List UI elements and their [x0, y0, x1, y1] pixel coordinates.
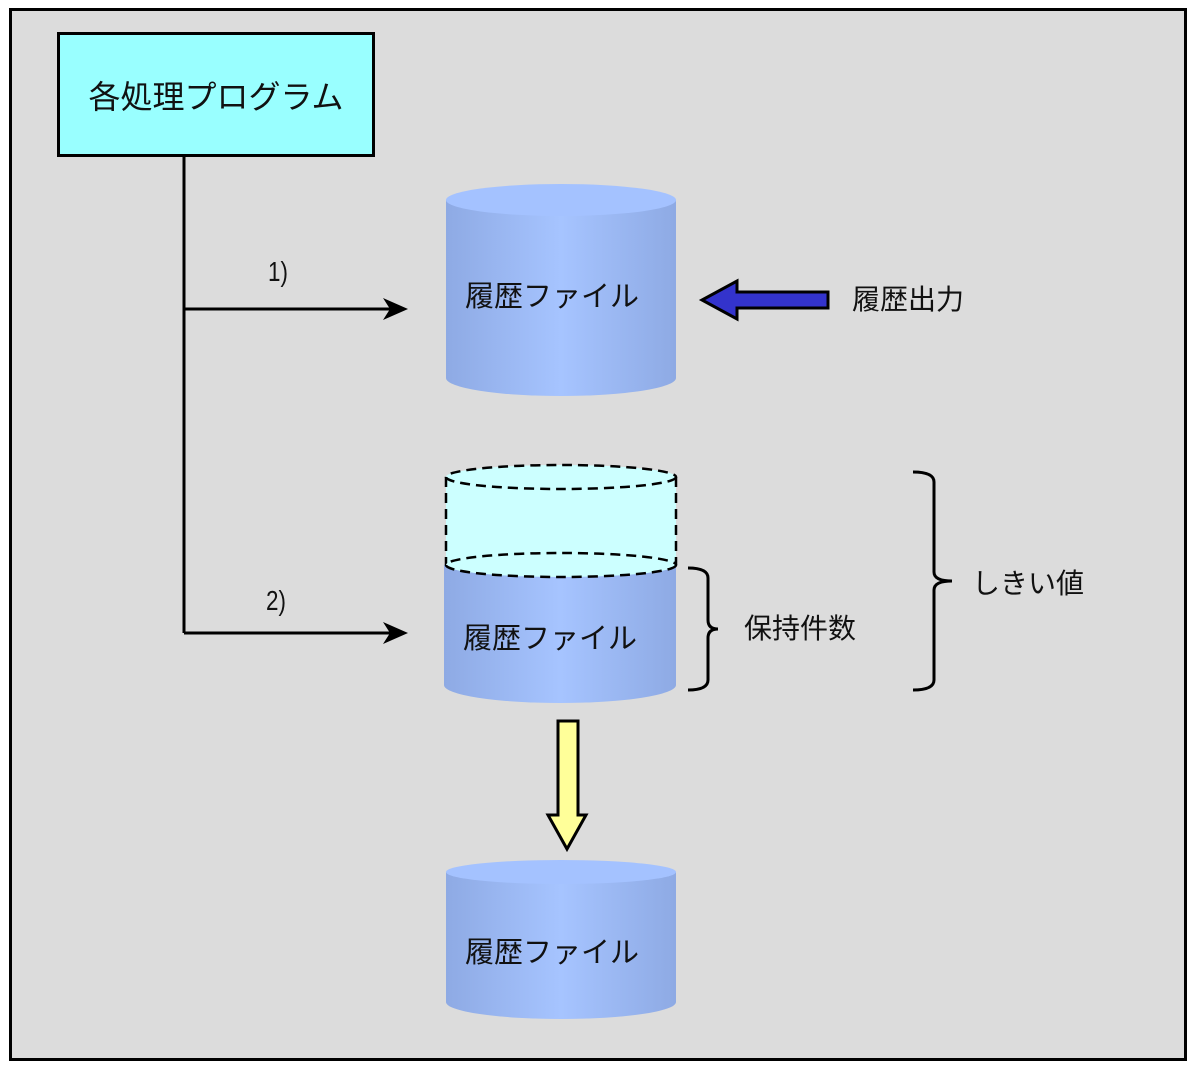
step-2-label: 2): [266, 585, 286, 616]
history-file-label-2: 履歴ファイル: [463, 621, 638, 655]
archive-move-arrow: [545, 719, 589, 853]
history-file-cylinder-3: [446, 860, 676, 1019]
history-file-label-3: 履歴ファイル: [465, 935, 640, 969]
retention-count-label: 保持件数: [744, 612, 857, 645]
threshold-capacity-cylinder: [444, 463, 678, 565]
threshold-label: しきい値: [972, 567, 1085, 600]
step-1-label: 1): [268, 256, 288, 287]
retention-count-brace: [687, 566, 719, 692]
history-output-arrow: [698, 278, 830, 322]
threshold-brace: [912, 470, 953, 692]
processing-program-box: 各処理プログラム: [57, 32, 375, 157]
processing-program-label: 各処理プログラム: [88, 77, 344, 116]
step2-arrowhead: [383, 622, 408, 644]
history-output-label: 履歴出力: [852, 283, 965, 316]
history-file-cylinder-1: [446, 184, 676, 396]
step1-arrowhead: [383, 298, 408, 320]
history-file-cylinder-2: [444, 551, 678, 703]
history-file-label-1: 履歴ファイル: [465, 279, 640, 313]
